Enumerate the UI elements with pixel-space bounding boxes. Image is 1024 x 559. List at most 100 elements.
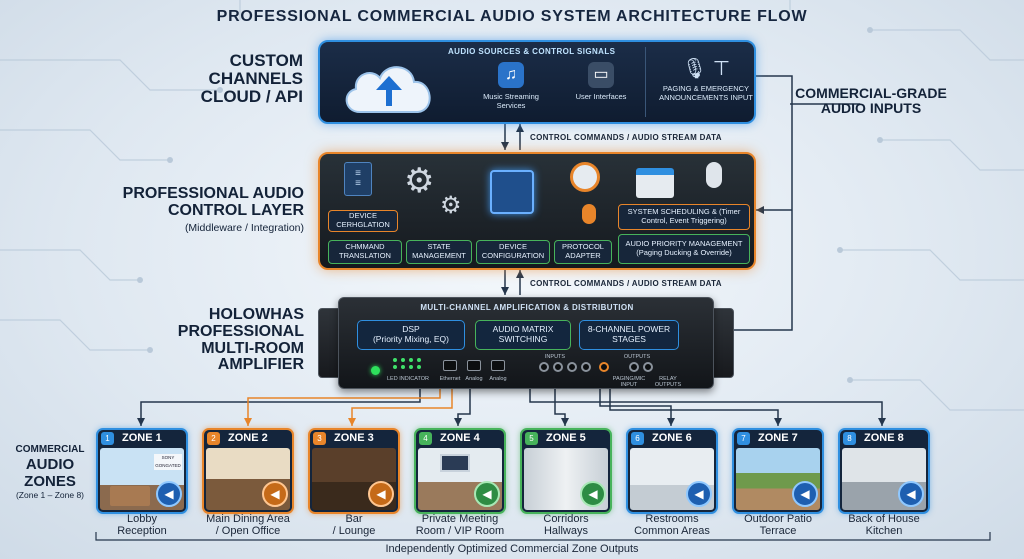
- mic-tower-icon: 🎙︎ ⊤: [681, 58, 731, 80]
- zone-8-speaker-icon: ◀: [898, 481, 924, 507]
- audio-sources-panel: AUDIO SOURCES & CONTROL SIGNALS ♫ Music …: [318, 40, 756, 124]
- zone-8-caption-line2: Kitchen: [865, 524, 903, 537]
- label-amp-line1: HOLOWHAS: [208, 306, 304, 323]
- status-led: [417, 365, 421, 369]
- label-amp-line3: MULTI-ROOM: [201, 339, 304, 357]
- source-paging: 🎙︎ ⊤ PAGING & EMERGENCY ANNOUNCEMENTS IN…: [658, 58, 754, 102]
- zone-5-caption-line2: Hallways: [543, 524, 588, 537]
- zone-8-number: 8: [843, 432, 856, 445]
- zone-1-title: ZONE 1: [122, 432, 162, 444]
- analog-port-1: [467, 360, 481, 371]
- zone-6-caption-line2: Common Areas: [634, 524, 710, 537]
- zone-4-caption-line2: Room / VIP Room: [415, 524, 505, 537]
- microphone-icon: [706, 162, 722, 188]
- zone-2-caption-line2: / Open Office: [215, 524, 281, 537]
- diagram-title: PROFESSIONAL COMMERCIAL AUDIO SYSTEM ARC…: [216, 8, 808, 25]
- zone-6-title: ZONE 6: [652, 432, 692, 444]
- input-jack: [581, 362, 591, 372]
- zone-3-caption-line2: / Lounge: [332, 524, 376, 537]
- music-note-icon: ♫: [498, 62, 524, 88]
- analog-port-2: [491, 360, 505, 371]
- reception-desk: [110, 486, 150, 506]
- document-icon: ≡≡: [344, 162, 372, 196]
- dsp-sub: (Priority Mixing, EQ): [372, 334, 450, 344]
- lobby-sign: SONY GONGATED: [154, 454, 182, 470]
- input-jack: [553, 362, 563, 372]
- label-zones-sub: (Zone 1 – Zone 8): [15, 490, 85, 501]
- source-ui-label: User Interfaces: [575, 92, 627, 101]
- zone-3-card: 3 ZONE 3 ◀: [308, 428, 400, 514]
- status-led: [393, 365, 397, 369]
- zone-2-speaker-icon: ◀: [262, 481, 288, 507]
- label-cloud-api: CUSTOM CHANNELS CLOUD / API: [170, 52, 303, 106]
- label-inputs-line1: COMMERCIAL-GRADE: [795, 85, 947, 101]
- zone-3-caption-line1: Bar: [345, 513, 363, 525]
- footer-caption: Independently Optimized Commercial Zone …: [385, 543, 639, 555]
- dsp-box: DSP (Priority Mixing, EQ): [357, 320, 465, 350]
- mic-orange-icon: [582, 204, 596, 224]
- zone-3-caption: Bar/ Lounge: [294, 513, 414, 537]
- outputs-label: OUTPUTS: [623, 354, 651, 360]
- power-stages-box: 8-CHANNEL POWER STAGES: [579, 320, 679, 350]
- label-zones-line2: AUDIO: [25, 455, 75, 473]
- status-led: [401, 365, 405, 369]
- zone-7-number: 7: [737, 432, 750, 445]
- zone-2-title: ZONE 2: [228, 432, 268, 444]
- zone-6-speaker-icon: ◀: [686, 481, 712, 507]
- zone-5-card: 5 ZONE 5 ◀: [520, 428, 612, 514]
- label-audio-inputs: COMMERCIAL-GRADE AUDIO INPUTS: [786, 86, 956, 115]
- zone-2-caption: Main Dining Area/ Open Office: [188, 513, 308, 537]
- zone-2-caption-line1: Main Dining Area: [206, 513, 290, 525]
- status-led: [409, 365, 413, 369]
- label-zones-line3: ZONES: [24, 472, 76, 490]
- label-control-layer: PROFESSIONAL AUDIO CONTROL LAYER (Middle…: [98, 185, 304, 234]
- cloud-icon: [345, 66, 431, 113]
- meeting-room-scene: [418, 448, 502, 510]
- label-control-line2: CONTROL LAYER: [167, 201, 304, 219]
- zone-7-caption-line2: Terrace: [759, 524, 797, 537]
- label-amplifier: HOLOWHAS PROFESSIONAL MULTI-ROOM AMPLIFI…: [150, 306, 304, 374]
- presentation-screen: [440, 454, 470, 472]
- amp-header: MULTI-CHANNEL AMPLIFICATION & DISTRIBUTI…: [420, 303, 634, 312]
- flow-label-bottom: CONTROL COMMANDS / AUDIO STREAM DATA: [530, 279, 722, 288]
- output-jack: [629, 362, 639, 372]
- sources-divider: [645, 47, 646, 117]
- state-management-box: STATE MANAGEMENT: [406, 240, 472, 264]
- calendar-icon: [636, 168, 674, 198]
- audio-matrix-box: AUDIO MATRIX SWITCHING: [475, 320, 571, 350]
- zone-3-title: ZONE 3: [334, 432, 374, 444]
- output-jack: [599, 362, 609, 372]
- zone-4-card: 4 ZONE 4 ◀: [414, 428, 506, 514]
- device-configuration-box: DEVICE CONFIGURATION: [476, 240, 550, 264]
- label-cloud-line1: CUSTOM: [229, 51, 303, 70]
- monitor-icon: ▭: [588, 62, 614, 88]
- zone-1-card: 1 ZONE 1 SONY GONGATED ◀: [96, 428, 188, 514]
- led-indicator-label: LED INDICATOR: [387, 376, 429, 382]
- zone-2-number: 2: [207, 432, 220, 445]
- zone-7-caption-line1: Outdoor Patio: [744, 513, 812, 525]
- dsp-title: DSP: [402, 324, 420, 335]
- audio-priority-box: AUDIO PRIORITY MANAGEMENT (Paging Duckin…: [618, 234, 750, 264]
- zone-7-title: ZONE 7: [758, 432, 798, 444]
- zone-8-title: ZONE 8: [864, 432, 904, 444]
- label-zones-line1: COMMERCIAL: [15, 444, 85, 455]
- source-paging-label: PAGING & EMERGENCY ANNOUNCEMENTS INPUT: [659, 84, 753, 102]
- zone-1-caption-line1: Lobby: [127, 513, 157, 525]
- zone-4-speaker-icon: ◀: [474, 481, 500, 507]
- zone-8-card: 8 ZONE 8 ◀: [838, 428, 930, 514]
- source-music: ♫ Music Streaming Services: [480, 62, 542, 110]
- zone-3-number: 3: [313, 432, 326, 445]
- zone-4-title: ZONE 4: [440, 432, 480, 444]
- label-zones: COMMERCIAL AUDIO ZONES (Zone 1 – Zone 8): [6, 440, 94, 500]
- analog-label-2: Analog: [489, 376, 507, 382]
- zone-7-speaker-icon: ◀: [792, 481, 818, 507]
- input-jack: [539, 362, 549, 372]
- zone-5-speaker-icon: ◀: [580, 481, 606, 507]
- priority-title: AUDIO PRIORITY MANAGEMENT: [625, 239, 743, 249]
- status-led: [409, 358, 413, 362]
- label-inputs-line2: AUDIO INPUTS: [820, 99, 922, 116]
- amplifier-unit: MULTI-CHANNEL AMPLIFICATION & DISTRIBUTI…: [338, 297, 714, 389]
- zone-4-number: 4: [419, 432, 432, 445]
